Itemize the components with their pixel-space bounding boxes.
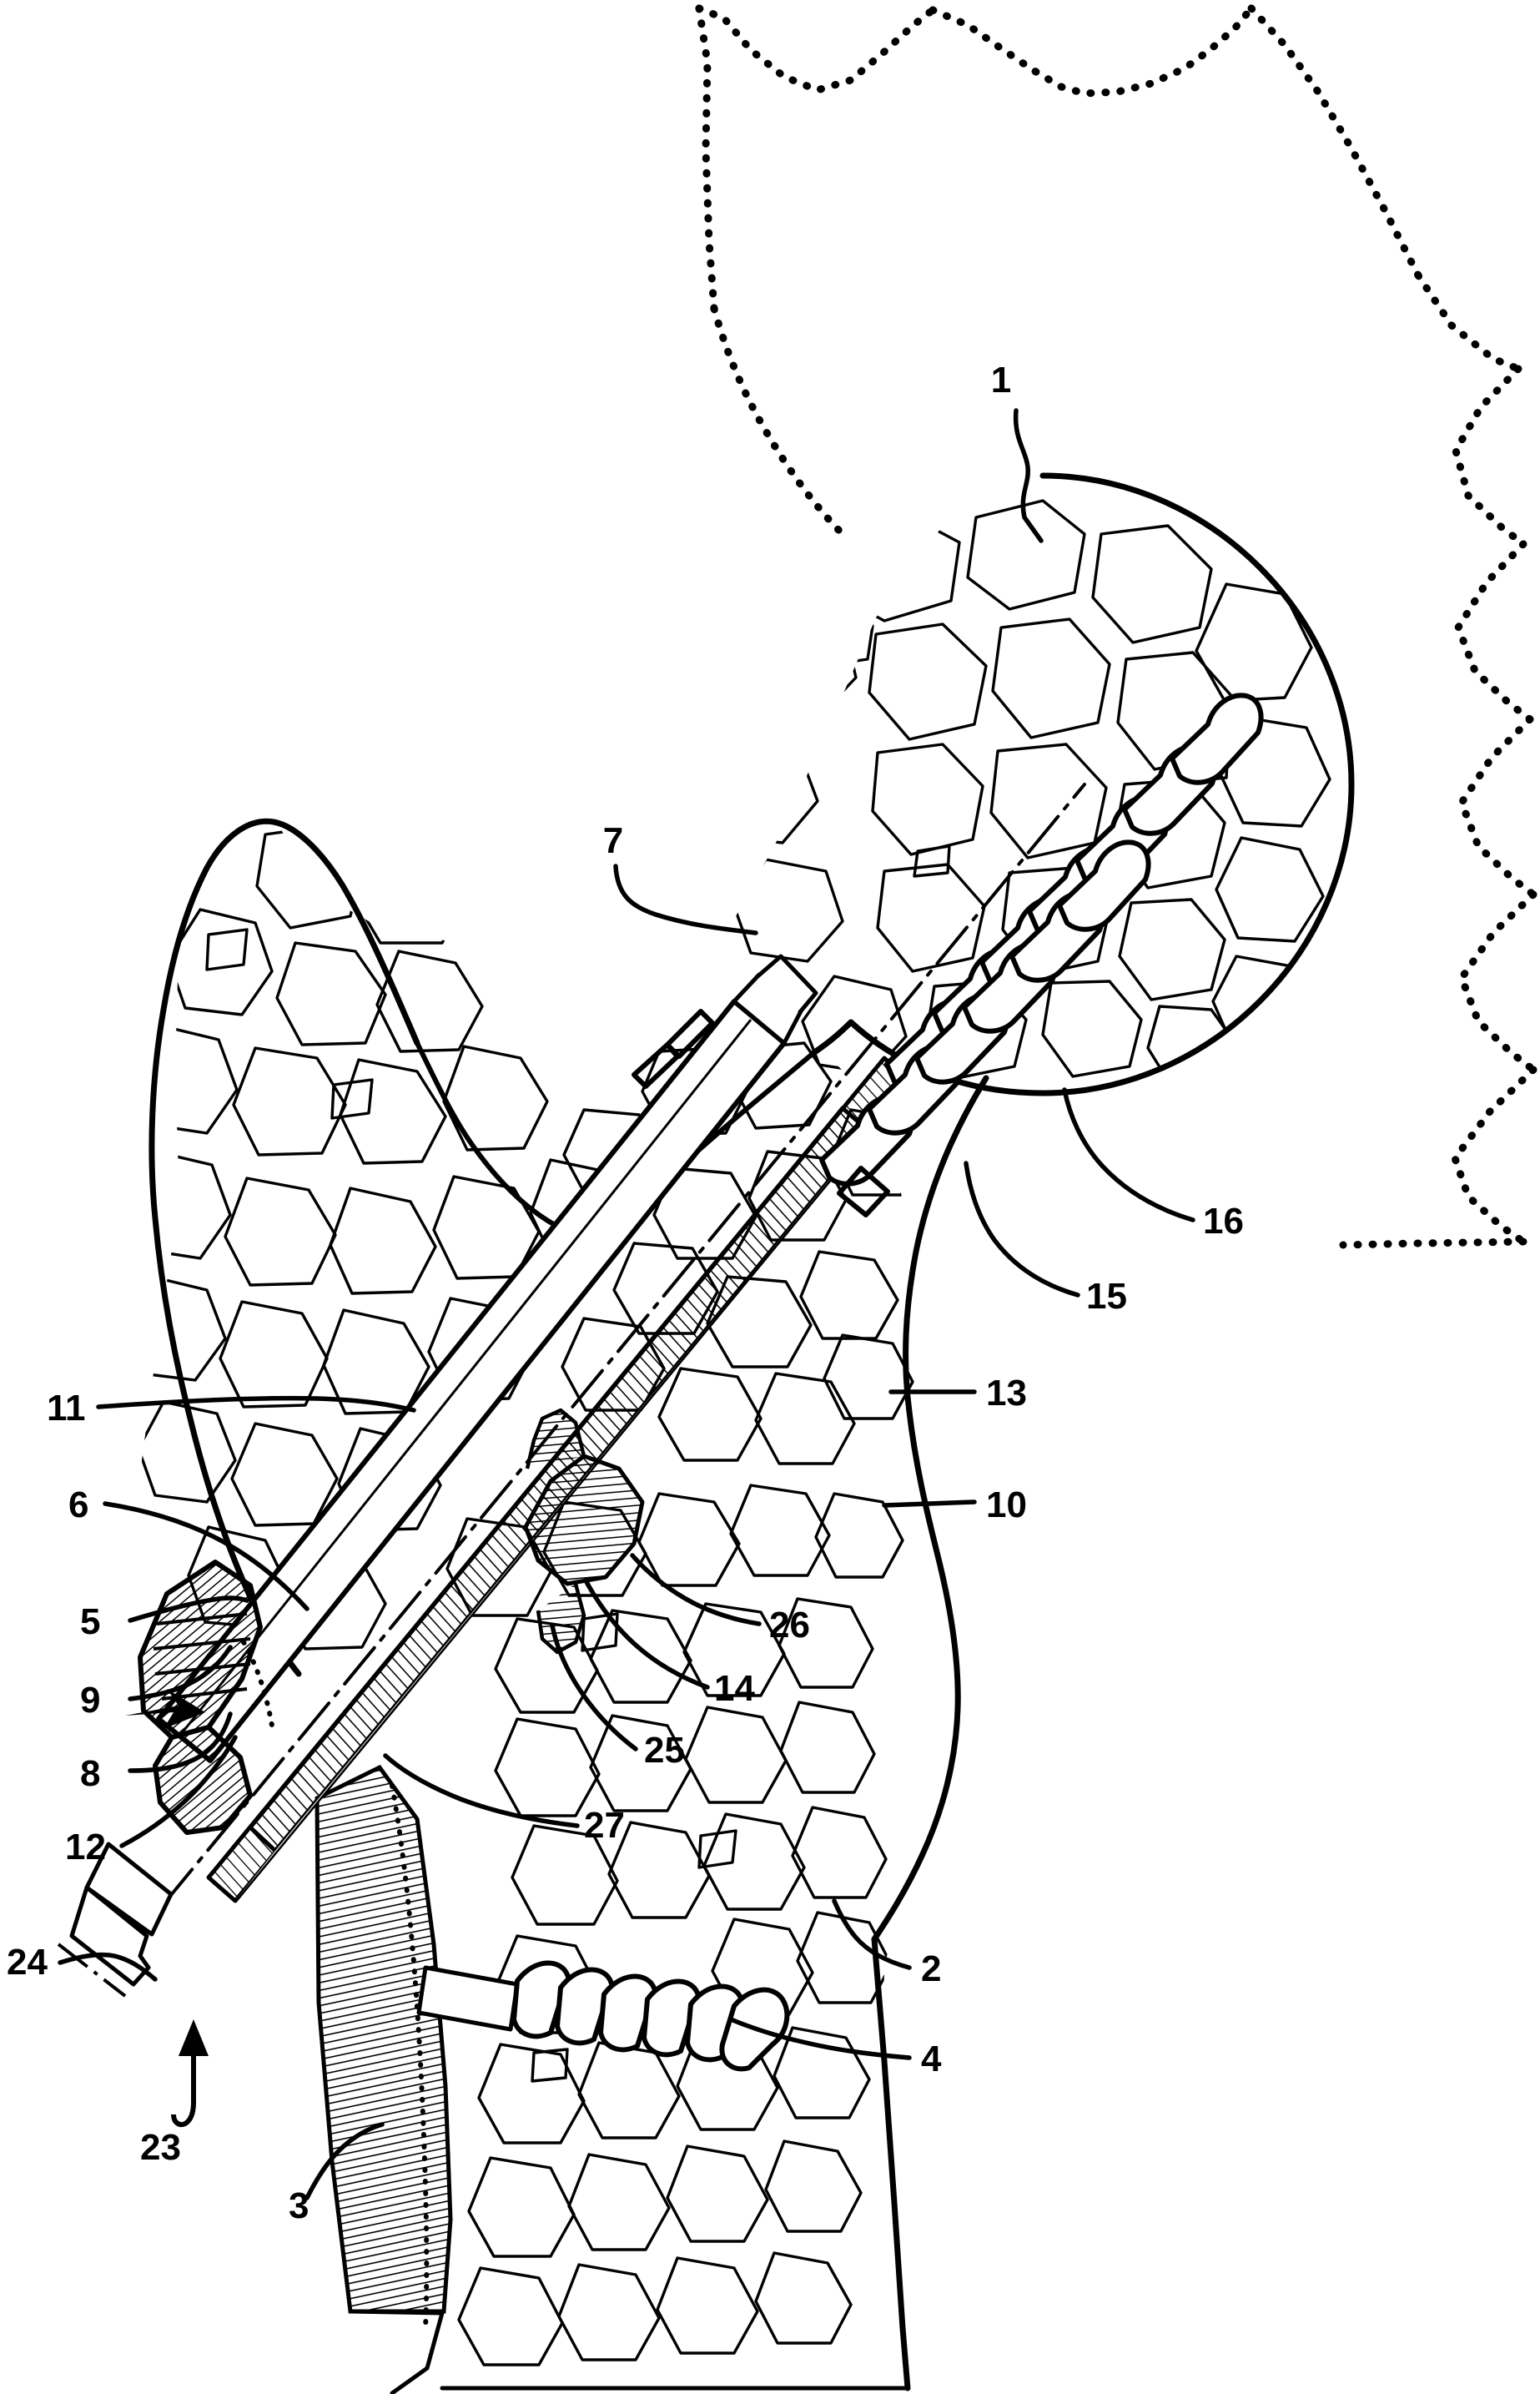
leader-12 (119, 1735, 238, 1848)
reference-numeral-group: 1 7 16 15 13 11 10 6 26 5 14 9 8 25 12 2… (7, 360, 1244, 2226)
leader-27 (383, 1753, 580, 1828)
ref-numeral-25: 25 (644, 1730, 685, 1771)
ref-numeral-13: 13 (986, 1373, 1027, 1414)
leader-6 (103, 1501, 310, 1611)
ref-numeral-11: 11 (47, 1388, 86, 1429)
ref-numeral-24: 24 (7, 1942, 48, 1983)
leader-2 (832, 1898, 912, 1970)
acetabulum-dotted-outline (695, 4, 1537, 1249)
ref-numeral-6: 6 (68, 1484, 88, 1525)
ref-numeral-4: 4 (921, 2039, 942, 2079)
leader-7 (613, 864, 758, 935)
ref-numeral-15: 15 (1086, 1276, 1127, 1317)
leader-24 (58, 1952, 158, 1982)
ref-numeral-5: 5 (80, 1601, 100, 1642)
ref-numeral-1: 1 (991, 360, 1011, 401)
ref-numeral-14: 14 (714, 1668, 755, 1709)
ref-numeral-8: 8 (80, 1753, 100, 1794)
ref-numeral-10: 10 (986, 1484, 1027, 1525)
leader-4 (728, 2017, 912, 2060)
ref-numeral-9: 9 (80, 1680, 100, 1721)
leader-8 (128, 1711, 233, 1773)
ref-numeral-27: 27 (584, 1805, 625, 1846)
ref-numeral-3: 3 (289, 2185, 309, 2226)
leader-10 (882, 1499, 977, 1508)
ref-numeral-16: 16 (1203, 1201, 1244, 1242)
ref-numeral-12: 12 (65, 1827, 106, 1867)
leader-1 (1013, 408, 1044, 543)
leader-5 (128, 1595, 249, 1623)
leader-9 (128, 1645, 233, 1701)
leader-26 (630, 1553, 762, 1626)
lower-lag-screw-thread (819, 839, 1151, 1187)
side-plate-sectioned (315, 1764, 453, 2394)
ref-numeral-2: 2 (921, 1948, 941, 1989)
leader-25 (550, 1623, 638, 1751)
leader-lines (58, 408, 1195, 2200)
leader-15 (964, 1161, 1080, 1298)
leader-11 (96, 1395, 416, 1413)
locking-cone-assembly (523, 1408, 645, 1655)
ref-numeral-26: 26 (769, 1605, 810, 1646)
insertion-direction-arrow (171, 2019, 209, 2128)
ref-numeral-7: 7 (603, 820, 623, 861)
leader-14 (583, 1578, 710, 1690)
leader-3 (304, 2122, 385, 2200)
ref-numeral-23: 23 (140, 2127, 181, 2168)
leader-16 (1062, 1087, 1195, 1222)
barrel-step-detail (632, 1009, 890, 1217)
